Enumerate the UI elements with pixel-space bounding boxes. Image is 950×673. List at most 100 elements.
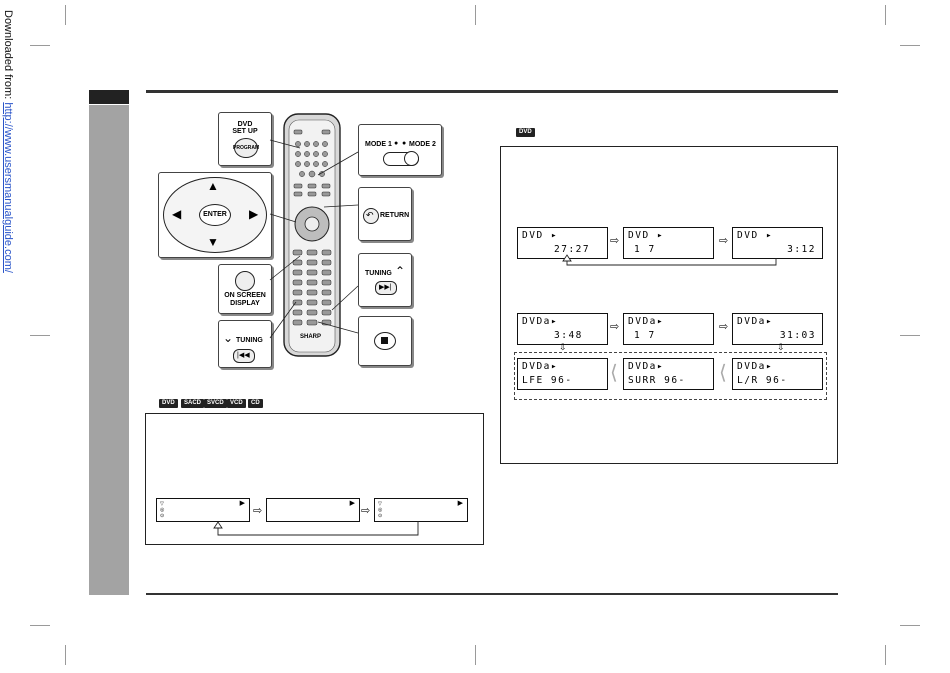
lcd-source: DVDa▸ (628, 361, 665, 372)
lcd-value: 3:12 (787, 244, 816, 255)
chevron-up-icon: ⌃ (395, 264, 406, 278)
osd-chapter-icon: ◎ (160, 507, 165, 513)
crop-mark (885, 645, 886, 665)
osd-procedure-box: ▶ ▽ ◎ ⊙ ⇨ ▶ ⇨ ▶ ▽ ◎ ⊙ (145, 413, 484, 545)
bracket-icon: ⟨ (719, 362, 727, 384)
osd-play-icon: ▶ (239, 500, 245, 507)
arrow-right-icon[interactable]: ▶ (249, 207, 259, 221)
mode-toggle-knob (404, 151, 419, 166)
return-button[interactable]: ↶ (363, 208, 379, 224)
channel-group (514, 352, 827, 400)
on-screen-button[interactable] (235, 271, 255, 291)
badge-cd: CD (248, 399, 263, 408)
enter-button[interactable]: ENTER (199, 204, 231, 226)
osd-title-icon: ▽ (160, 501, 164, 507)
skip-next-icon: ▶▶| (379, 284, 392, 291)
lcd-source: DVD ▸ (628, 230, 665, 241)
arrow-right-icon: ⇨ (253, 505, 263, 517)
osd-play-icon: ▶ (457, 500, 463, 507)
tuning-up-label: TUNING (365, 270, 392, 277)
osd-screen-3: ▶ ▽ ◎ ⊙ (374, 498, 468, 522)
crop-mark (30, 335, 50, 336)
callout-return: ↶ RETURN (358, 187, 412, 241)
lcd-source: DVDa▸ (522, 361, 559, 372)
badge-dvd-right: DVD (516, 128, 535, 137)
lcd-audio-remaining: DVDa▸ 31:03 (732, 313, 823, 345)
stop-button[interactable] (374, 332, 396, 350)
dvd-setup-label-2: SET UP (232, 128, 258, 135)
dvd-setup-label-1: DVD (237, 121, 253, 128)
remote-brand: SHARP (300, 334, 322, 340)
callout-on-screen: ON SCREEN DISPLAY (218, 264, 272, 314)
lcd-value: 1 7 (634, 330, 656, 341)
lcd-value: SURR 96- (628, 375, 686, 386)
remote-body-icon (283, 113, 341, 357)
lcd-source: DVDa▸ (737, 361, 774, 372)
lcd-title-chapter: DVD ▸ 1 7 (623, 227, 714, 259)
remote-control: SHARP (282, 112, 342, 358)
badge-svcd: SVCD (204, 399, 227, 408)
osd-screen-1: ▶ ▽ ◎ ⊙ (156, 498, 250, 522)
section-sidebar: Bediening voor DVD - Diverse instellinge… (89, 105, 207, 595)
arrow-right-icon: ⇨ (719, 235, 729, 247)
arrow-up-icon[interactable]: ▲ (207, 179, 219, 193)
lcd-value: 31:03 (779, 330, 816, 341)
crop-mark (30, 625, 50, 626)
arrow-right-icon: ⇨ (361, 505, 371, 517)
crop-mark (475, 5, 476, 25)
lcd-source: DVDa▸ (737, 316, 774, 327)
lcd-value: 27:27 (554, 244, 591, 255)
arrow-down-icon[interactable]: ▼ (207, 235, 219, 249)
crop-mark (900, 45, 920, 46)
arrow-right-icon: ⇨ (610, 321, 620, 333)
lcd-source: DVDa▸ (628, 316, 665, 327)
enter-label: ENTER (203, 211, 227, 218)
program-button[interactable]: PROGRAM (233, 138, 259, 158)
on-screen-label-2: DISPLAY (230, 300, 260, 307)
lcd-channel-lr: DVDa▸ L/R 96- (732, 358, 823, 390)
footer-rule (146, 593, 838, 595)
badge-dvd: DVD (159, 399, 178, 408)
lcd-value: L/R 96- (737, 375, 788, 386)
crop-mark (885, 5, 886, 25)
arrow-right-icon: ⇨ (719, 321, 729, 333)
on-screen-label-1: ON SCREEN (224, 292, 266, 299)
crop-mark (475, 645, 476, 665)
skip-prev-icon: |◀◀ (237, 352, 250, 359)
crop-mark (900, 625, 920, 626)
arrow-left-icon[interactable]: ◀ (172, 207, 182, 221)
osd-time-icon: ⊙ (160, 513, 165, 519)
skip-next-button[interactable]: ▶▶| (375, 281, 397, 295)
crop-mark (30, 45, 50, 46)
callout-tuning-up: TUNING ⌃ ▶▶| (358, 253, 412, 307)
lcd-audio-group-track: DVDa▸ 1 7 (623, 313, 714, 345)
loop-arrow-icon (562, 254, 777, 266)
tuning-down-label: TUNING (236, 337, 263, 344)
crop-mark (900, 335, 920, 336)
mode-toggle[interactable] (383, 151, 419, 166)
stop-icon (381, 337, 388, 344)
osd-play-icon: ▶ (349, 500, 355, 507)
chapter-tab (89, 90, 129, 104)
mode2-label: MODE 2 (409, 141, 436, 148)
lcd-value: 1 7 (634, 244, 656, 255)
lcd-source: DVDa▸ (522, 316, 559, 327)
osd-title-icon: ▽ (378, 501, 382, 507)
lcd-value: LFE 96- (522, 375, 573, 386)
crop-mark (65, 645, 66, 665)
lcd-audio-elapsed: DVDa▸ 3:48 (517, 313, 608, 345)
mode-dot-icon: ● (394, 140, 399, 147)
callout-tuning-down: ⌄ TUNING |◀◀ (218, 320, 272, 368)
mode1-label: MODE 1 (365, 141, 392, 148)
return-icon: ↶ (366, 210, 374, 220)
lcd-source: DVD ▸ (737, 230, 774, 241)
lcd-channel-lfe: DVDa▸ LFE 96- (517, 358, 608, 390)
return-label: RETURN (380, 212, 410, 219)
arrow-down-outline-icon: ⇩ (777, 342, 785, 352)
skip-prev-button[interactable]: |◀◀ (233, 349, 255, 363)
callout-mode-switch: MODE 1 ● ● MODE 2 (358, 124, 442, 176)
callout-navigation-pad: ▲ ▼ ◀ ▶ ENTER (158, 172, 272, 258)
lcd-channel-surr: DVDa▸ SURR 96- (623, 358, 714, 390)
display-procedure-box: DVD ▸ 27:27 ⇨ DVD ▸ 1 7 ⇨ DVD ▸ 3:12 DVD… (500, 146, 838, 464)
lcd-elapsed-total: DVD ▸ 27:27 (517, 227, 608, 259)
